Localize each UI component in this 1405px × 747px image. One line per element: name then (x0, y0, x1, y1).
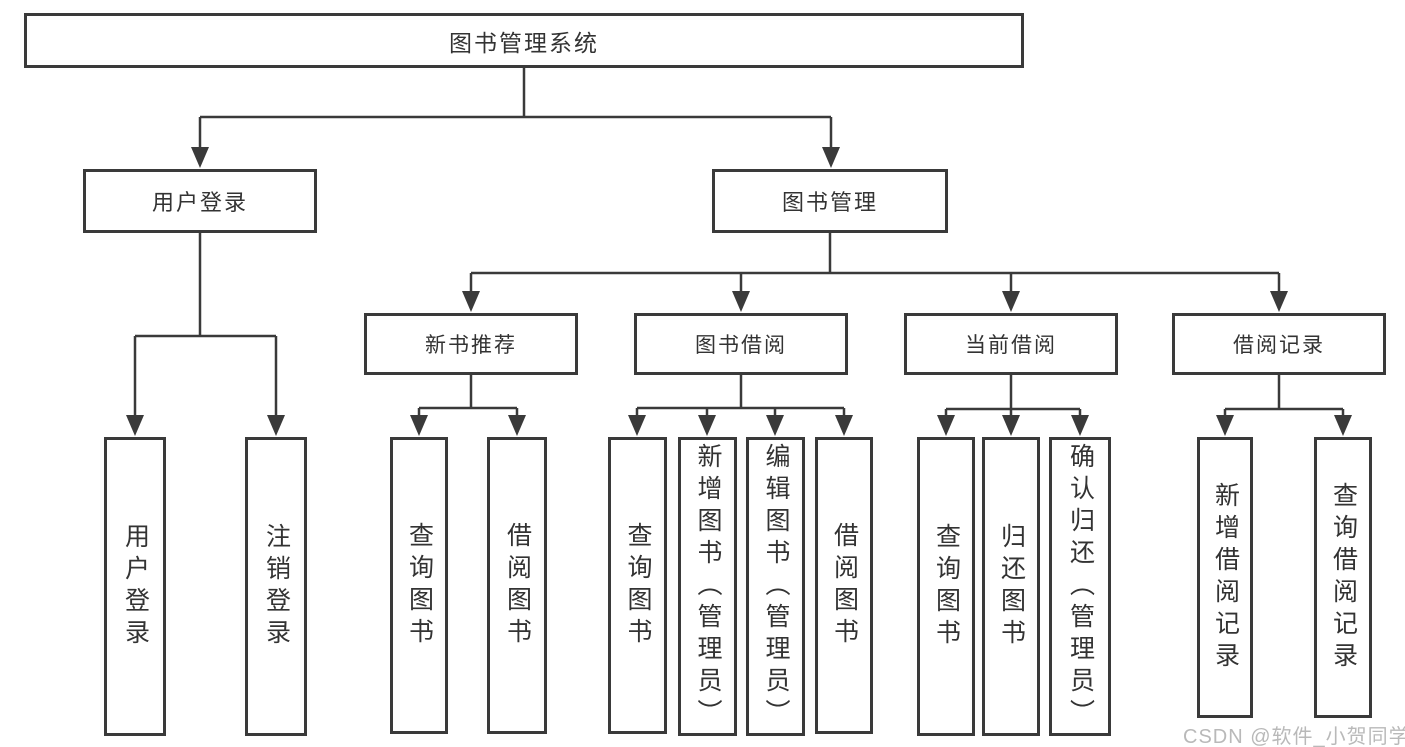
arrow-down-icon (1216, 415, 1234, 436)
leaf-confirm-return-admin: 确认归还（管理员） (1049, 437, 1111, 736)
leaf-borrow-books: 借阅图书 (815, 437, 873, 734)
node-new-book-recommend: 新书推荐 (364, 313, 578, 375)
leaf-label: 新增图书（管理员） (694, 442, 722, 731)
node-label: 借阅记录 (1233, 334, 1325, 357)
arrow-down-icon (508, 415, 526, 436)
connector-bookmgmt-to-level3 (469, 233, 1281, 292)
leaf-label: 注销登录 (262, 522, 291, 651)
leaf-borrow-books-recommend: 借阅图书 (487, 437, 547, 734)
node-label: 用户登录 (151, 190, 248, 215)
node-book-borrowing: 图书借阅 (634, 313, 848, 375)
leaf-label: 确认归还（管理员） (1066, 442, 1095, 731)
leaf-add-borrow-record: 新增借阅记录 (1197, 437, 1253, 718)
leaf-query-books-current: 查询图书 (917, 437, 975, 736)
arrow-down-icon (191, 147, 209, 168)
connector-newbook-to-leaves (417, 375, 519, 416)
leaf-label: 借阅图书 (503, 521, 532, 650)
arrow-down-icon (1270, 291, 1288, 312)
connector-borrowing-to-leaves (635, 375, 846, 416)
leaf-edit-book-admin: 编辑图书（管理员） (746, 437, 805, 736)
arrow-down-icon (462, 291, 480, 312)
node-book-management: 图书管理 (712, 169, 948, 233)
node-borrow-records: 借阅记录 (1172, 313, 1386, 375)
node-label: 图书管理系统 (449, 29, 599, 56)
connector-userlogin-to-leaves (133, 233, 278, 416)
leaf-label: 查询借阅记录 (1329, 481, 1358, 674)
connector-records-to-leaves (1223, 375, 1345, 416)
leaf-query-books-borrowing: 查询图书 (608, 437, 667, 734)
arrow-down-icon (267, 415, 285, 436)
arrow-down-icon (1002, 291, 1020, 312)
node-label: 新书推荐 (425, 334, 517, 357)
leaf-label: 编辑图书（管理员） (762, 442, 790, 731)
leaf-label: 归还图书 (997, 522, 1026, 651)
leaf-label: 查询图书 (932, 522, 961, 651)
node-label: 图书管理 (781, 190, 878, 215)
leaf-logout: 注销登录 (245, 437, 307, 736)
connector-root-to-level2 (198, 68, 833, 148)
arrow-down-icon (732, 291, 750, 312)
arrow-down-icon (822, 147, 840, 168)
leaf-add-book-admin: 新增图书（管理员） (678, 437, 737, 736)
node-user-login: 用户登录 (83, 169, 317, 233)
leaf-user-login: 用户登录 (104, 437, 166, 736)
leaf-label: 借阅图书 (830, 521, 859, 650)
node-current-borrowing: 当前借阅 (904, 313, 1118, 375)
arrow-down-icon (1071, 415, 1089, 436)
arrow-down-icon (766, 415, 784, 436)
connector-current-to-leaves (944, 375, 1082, 416)
arrow-down-icon (126, 415, 144, 436)
arrow-down-icon (835, 415, 853, 436)
leaf-query-books-recommend: 查询图书 (390, 437, 448, 734)
node-label: 图书借阅 (695, 334, 787, 357)
arrow-down-icon (410, 415, 428, 436)
arrow-down-icon (1002, 415, 1020, 436)
leaf-label: 用户登录 (121, 522, 150, 651)
leaf-label: 查询图书 (624, 521, 652, 650)
arrow-down-icon (1334, 415, 1352, 436)
node-label: 当前借阅 (965, 334, 1057, 357)
leaf-return-book: 归还图书 (982, 437, 1040, 736)
csdn-watermark: CSDN @软件_小贺同学 (1183, 726, 1405, 747)
arrow-down-icon (698, 415, 716, 436)
node-library-management-system: 图书管理系统 (24, 13, 1024, 68)
leaf-label: 查询图书 (405, 521, 434, 650)
arrow-down-icon (628, 415, 646, 436)
leaf-query-borrow-record: 查询借阅记录 (1314, 437, 1372, 718)
arrow-down-icon (937, 415, 955, 436)
leaf-label: 新增借阅记录 (1211, 481, 1240, 674)
